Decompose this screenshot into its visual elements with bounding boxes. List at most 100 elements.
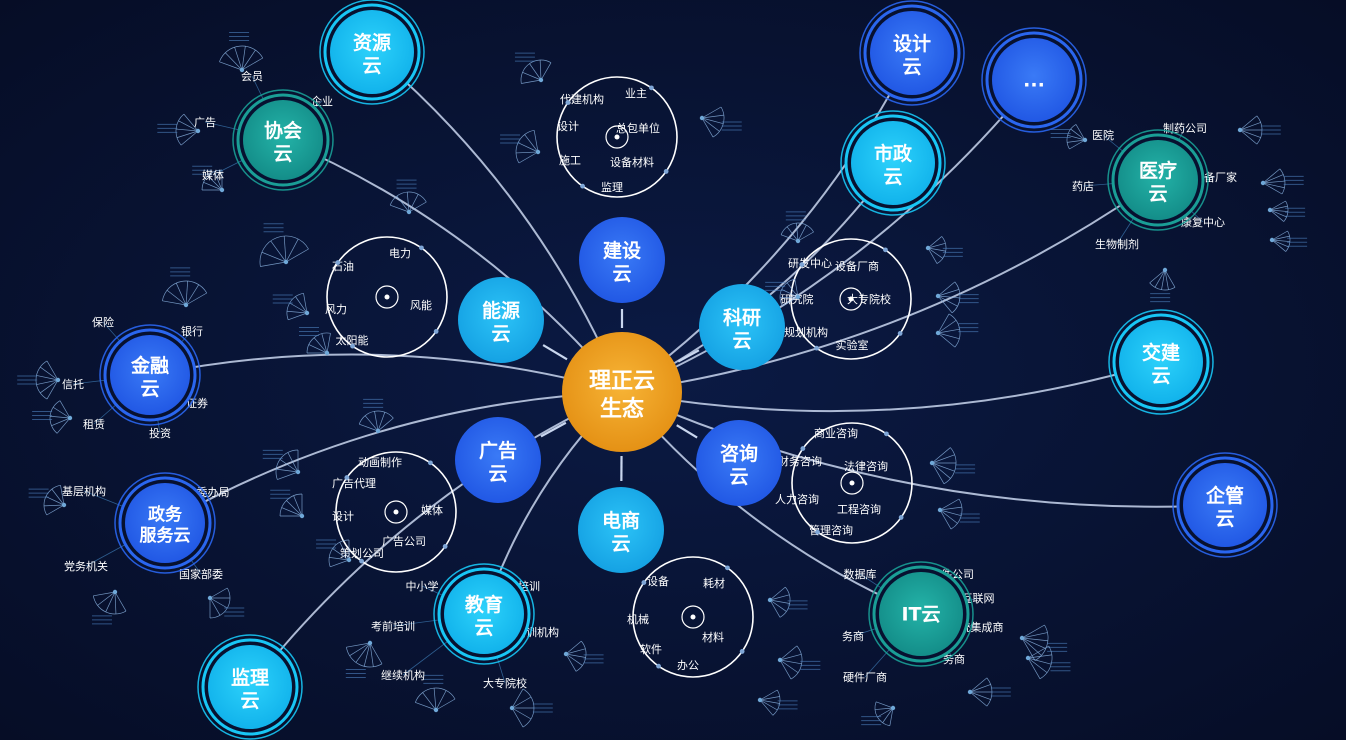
- decor-fan: [1149, 267, 1176, 303]
- satellite-label: 基层机构: [62, 484, 106, 498]
- ring-circle: [632, 556, 754, 678]
- node-sublabel: 云: [729, 466, 748, 488]
- satellite-label: 国家部委: [179, 567, 223, 581]
- satellite-label: 证券: [186, 396, 208, 410]
- ring-label: 风能: [410, 298, 432, 312]
- node-sublabel: 云: [1148, 183, 1167, 205]
- satellite-label: 广告: [194, 116, 216, 129]
- ring-label: 监理: [601, 181, 623, 194]
- decor-fan: [32, 400, 73, 434]
- satellite-label: 药店: [1072, 179, 1094, 193]
- ring-circle: [335, 451, 457, 573]
- node-jianshe[interactable]: 建设云: [579, 217, 665, 303]
- ring-label: 人力咨询: [775, 492, 819, 506]
- satellite-label: 硬件厂商: [843, 670, 887, 684]
- fan-layer: [17, 32, 1308, 728]
- node-dianshang[interactable]: 电商云: [578, 487, 664, 573]
- satellite-label: 保险: [92, 315, 114, 329]
- ring-hub: [681, 605, 705, 629]
- spoke-guanggao: [540, 421, 567, 438]
- node-label: 政务: [148, 504, 183, 525]
- decor-fan: [757, 689, 798, 716]
- zixun-ring: 商业咨询财务咨询法律咨询人力咨询工程咨询管理咨询: [775, 422, 913, 544]
- node-sublabel: 云: [1215, 508, 1234, 530]
- satellite-label: 信托: [62, 377, 84, 391]
- ring-hub-dot: [614, 134, 620, 140]
- node-sublabel: 云: [883, 166, 902, 188]
- decor-fan: [219, 32, 264, 73]
- dianshang-ring: 设备耗材机械材料软件办公: [627, 556, 754, 678]
- node-label: 广告: [479, 439, 517, 462]
- node-ziyuan[interactable]: 资源云: [319, 0, 425, 105]
- ring-label: 工程咨询: [837, 502, 881, 516]
- node-label: 交建: [1142, 341, 1180, 364]
- ring-label: 耗材: [703, 576, 725, 590]
- node-sheji[interactable]: 设计云: [859, 0, 965, 106]
- ring-hub: [384, 500, 408, 524]
- decor-fan: [935, 281, 979, 314]
- node-sublabel: 云: [273, 143, 292, 165]
- ring-label: 业主: [625, 87, 647, 100]
- ring-label: 广告公司: [382, 535, 426, 548]
- ring-label: 实验室: [836, 338, 869, 352]
- ring-label: 动画制作: [358, 456, 402, 469]
- satellite-label: 生物制剂: [1095, 237, 1139, 251]
- link-zhengwu: [164, 391, 623, 524]
- node-more[interactable]: ...: [981, 27, 1087, 133]
- node-it[interactable]: IT云: [868, 561, 974, 667]
- decor-fan: [1267, 200, 1306, 222]
- node-sublabel: 云: [488, 463, 507, 485]
- decor-fan: [780, 211, 814, 244]
- node-xiehui[interactable]: 协会云: [232, 89, 334, 191]
- node-nengyuan[interactable]: 能源云: [458, 277, 544, 363]
- node-sublabel: 云: [902, 56, 921, 78]
- decor-fan: [345, 640, 383, 678]
- decor-fan: [500, 129, 541, 164]
- node-sublabel: 云: [491, 323, 510, 345]
- decor-fan: [699, 106, 742, 138]
- node-jiaojian[interactable]: 交建云: [1108, 309, 1214, 415]
- node-zixun[interactable]: 咨询云: [696, 420, 782, 506]
- node-shizheng[interactable]: 市政云: [840, 110, 946, 216]
- ring-label: 电力: [389, 247, 411, 260]
- node-label: 建设: [603, 239, 641, 262]
- node-label: 科研: [723, 306, 761, 329]
- node-sublabel: 云: [240, 690, 259, 712]
- ring-hub: [839, 287, 863, 311]
- decor-fan: [935, 313, 979, 348]
- node-keyan[interactable]: 科研云: [699, 284, 785, 370]
- ring-hub: [840, 471, 864, 495]
- ring-label: 设备材料: [610, 155, 654, 169]
- ring-label: 代建机构: [560, 92, 604, 106]
- node-yiliao[interactable]: 医疗云: [1107, 129, 1209, 231]
- decor-fan: [17, 360, 61, 400]
- node-jianli[interactable]: 监理云: [197, 634, 303, 740]
- decor-fan: [272, 292, 310, 321]
- ring-label: 机械: [627, 612, 649, 626]
- ring-circle: [790, 238, 912, 360]
- satellite-label: 企业: [311, 94, 333, 108]
- link-sheji: [621, 52, 913, 393]
- decor-fan: [157, 113, 201, 146]
- ring-label: 石油: [332, 259, 354, 273]
- node-label: 资源: [353, 31, 391, 54]
- decor-fan: [28, 484, 67, 516]
- decor-fan: [929, 447, 976, 485]
- node-guanggao[interactable]: 广告云: [455, 417, 541, 503]
- node-jinrong[interactable]: 金融云: [99, 324, 201, 426]
- satellite-label: 投资: [149, 426, 171, 440]
- node-jiaoyu[interactable]: 教育云: [433, 563, 535, 665]
- ring-label: 施工: [559, 154, 581, 167]
- ring-label: 大专院校: [847, 292, 891, 306]
- ring-label: 总包单位: [616, 121, 660, 135]
- ring-hub-dot: [849, 480, 855, 486]
- decor-fan: [861, 701, 896, 727]
- node-qiguan[interactable]: 企管云: [1172, 452, 1278, 558]
- ring-label: 设备厂商: [835, 259, 879, 273]
- ring-label: 管理咨询: [809, 523, 853, 537]
- ring-label: 广告代理: [332, 477, 376, 490]
- node-sublabel: 云: [362, 55, 381, 77]
